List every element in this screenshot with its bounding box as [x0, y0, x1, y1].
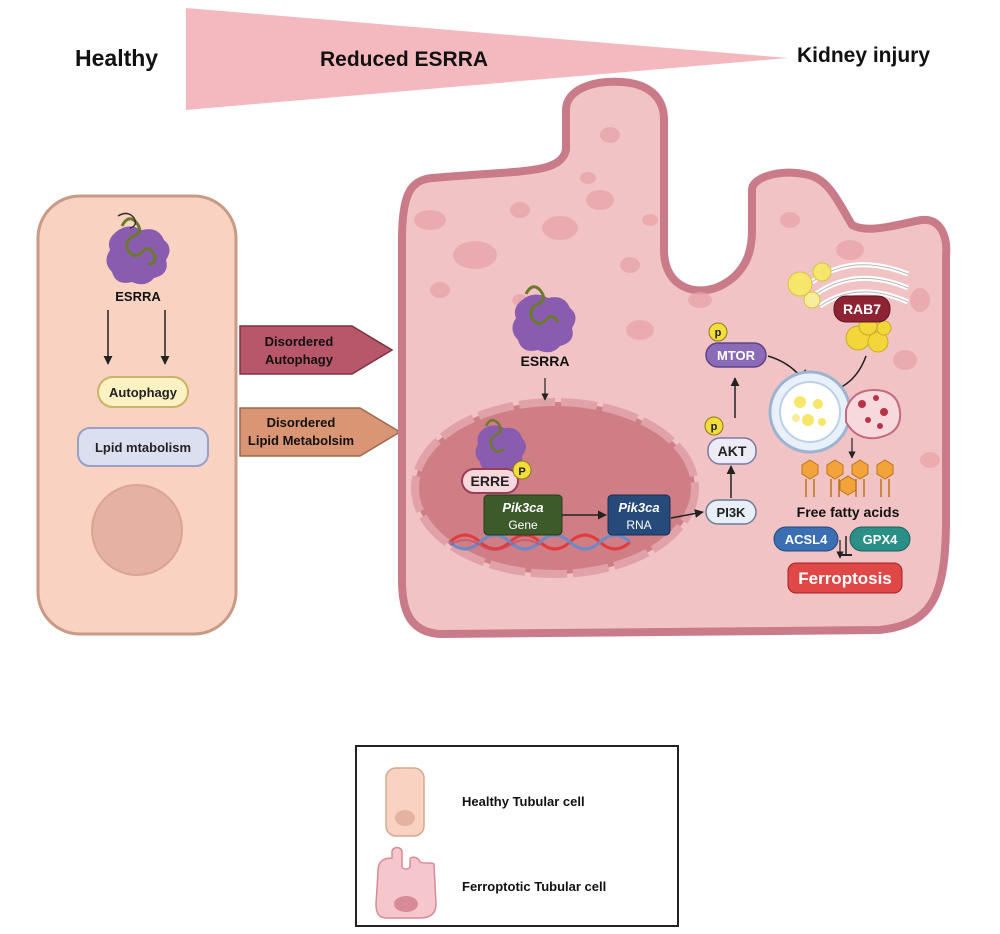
header-kidney-injury: Kidney injury: [797, 44, 930, 67]
healthy-nucleus: [91, 484, 183, 576]
akt-label: AKT: [718, 443, 747, 459]
rab7-label: RAB7: [843, 301, 881, 317]
rab7-pill: [833, 295, 891, 323]
akt-phospho-badge: [704, 416, 724, 436]
pi3k-pill: [705, 499, 757, 525]
healthy-cell: ESRRA Autophagy Lpid mtabolism: [36, 194, 238, 636]
legend-ferroptotic-label: Ferroptotic Tubular cell: [462, 879, 606, 894]
erre-phospho-badge: [512, 460, 532, 480]
mtor-pill: [705, 342, 767, 368]
gpx4-pill: [849, 526, 911, 552]
erre-protein-icon: [475, 418, 526, 474]
gpx4-label: GPX4: [863, 532, 898, 547]
legend-healthy-cell-icon: [385, 767, 425, 837]
gene-label: Gene: [508, 518, 538, 532]
fatty-acid-molecules-icon: [801, 459, 894, 497]
gradient-triangle: [186, 8, 788, 110]
svg-text:Autophagy: Autophagy: [265, 352, 334, 367]
autophagosome-icon: [768, 370, 852, 454]
mtor-label: MTOR: [717, 348, 756, 363]
pik3ca-rna-box: [607, 494, 671, 536]
svg-text:Disordered: Disordered: [267, 415, 336, 430]
ferroptosis-box: [787, 562, 903, 594]
legend-ferroptotic-cell-icon: [375, 846, 437, 919]
mtor-phospho-badge: [708, 322, 728, 342]
ferroptosis-label: Ferroptosis: [798, 569, 892, 588]
mtor-phospho-label: p: [715, 327, 722, 339]
injured-esrra-protein-icon: [512, 285, 576, 353]
acsl4-label: ACSL4: [785, 532, 828, 547]
acsl4-pill: [773, 526, 839, 552]
rna-name: Pik3ca: [618, 500, 659, 515]
arrow-disordered-lipid: Disordered Lipid Metabolsim: [239, 407, 402, 457]
legend-healthy-label: Healthy Tubular cell: [462, 794, 585, 809]
esrra-protein-icon: [106, 212, 170, 285]
erre-phospho-label: P: [518, 466, 525, 478]
pi3k-label: PI3K: [717, 505, 747, 520]
arrow-disordered-autophagy: Disordered Autophagy: [239, 325, 394, 375]
free-fatty-acids-label: Free fatty acids: [797, 504, 900, 520]
gene-name: Pik3ca: [502, 500, 543, 515]
lipid-label: Lpid mtabolism: [95, 440, 191, 455]
svg-text:Lipid Metabolsim: Lipid Metabolsim: [248, 433, 354, 448]
erre-pill: [461, 468, 519, 494]
akt-pill: [707, 437, 757, 465]
lysosome-icon: [845, 388, 902, 440]
injured-esrra-label: ESRRA: [520, 353, 569, 369]
autophagy-pill: [97, 376, 189, 408]
rna-label: RNA: [626, 518, 651, 532]
akt-phospho-label: p: [711, 421, 718, 433]
dna-strand: [448, 533, 632, 551]
lipid-pill: [77, 427, 209, 467]
header-healthy: Healthy: [75, 45, 158, 71]
svg-text:Disordered: Disordered: [265, 334, 334, 349]
autophagy-label: Autophagy: [109, 385, 178, 400]
legend: Healthy Tubular cell Ferroptotic Tubular…: [355, 745, 679, 927]
healthy-esrra-label: ESRRA: [115, 289, 161, 304]
header-reduced-esrra: Reduced ESRRA: [320, 48, 488, 71]
erre-label: ERRE: [471, 473, 510, 489]
